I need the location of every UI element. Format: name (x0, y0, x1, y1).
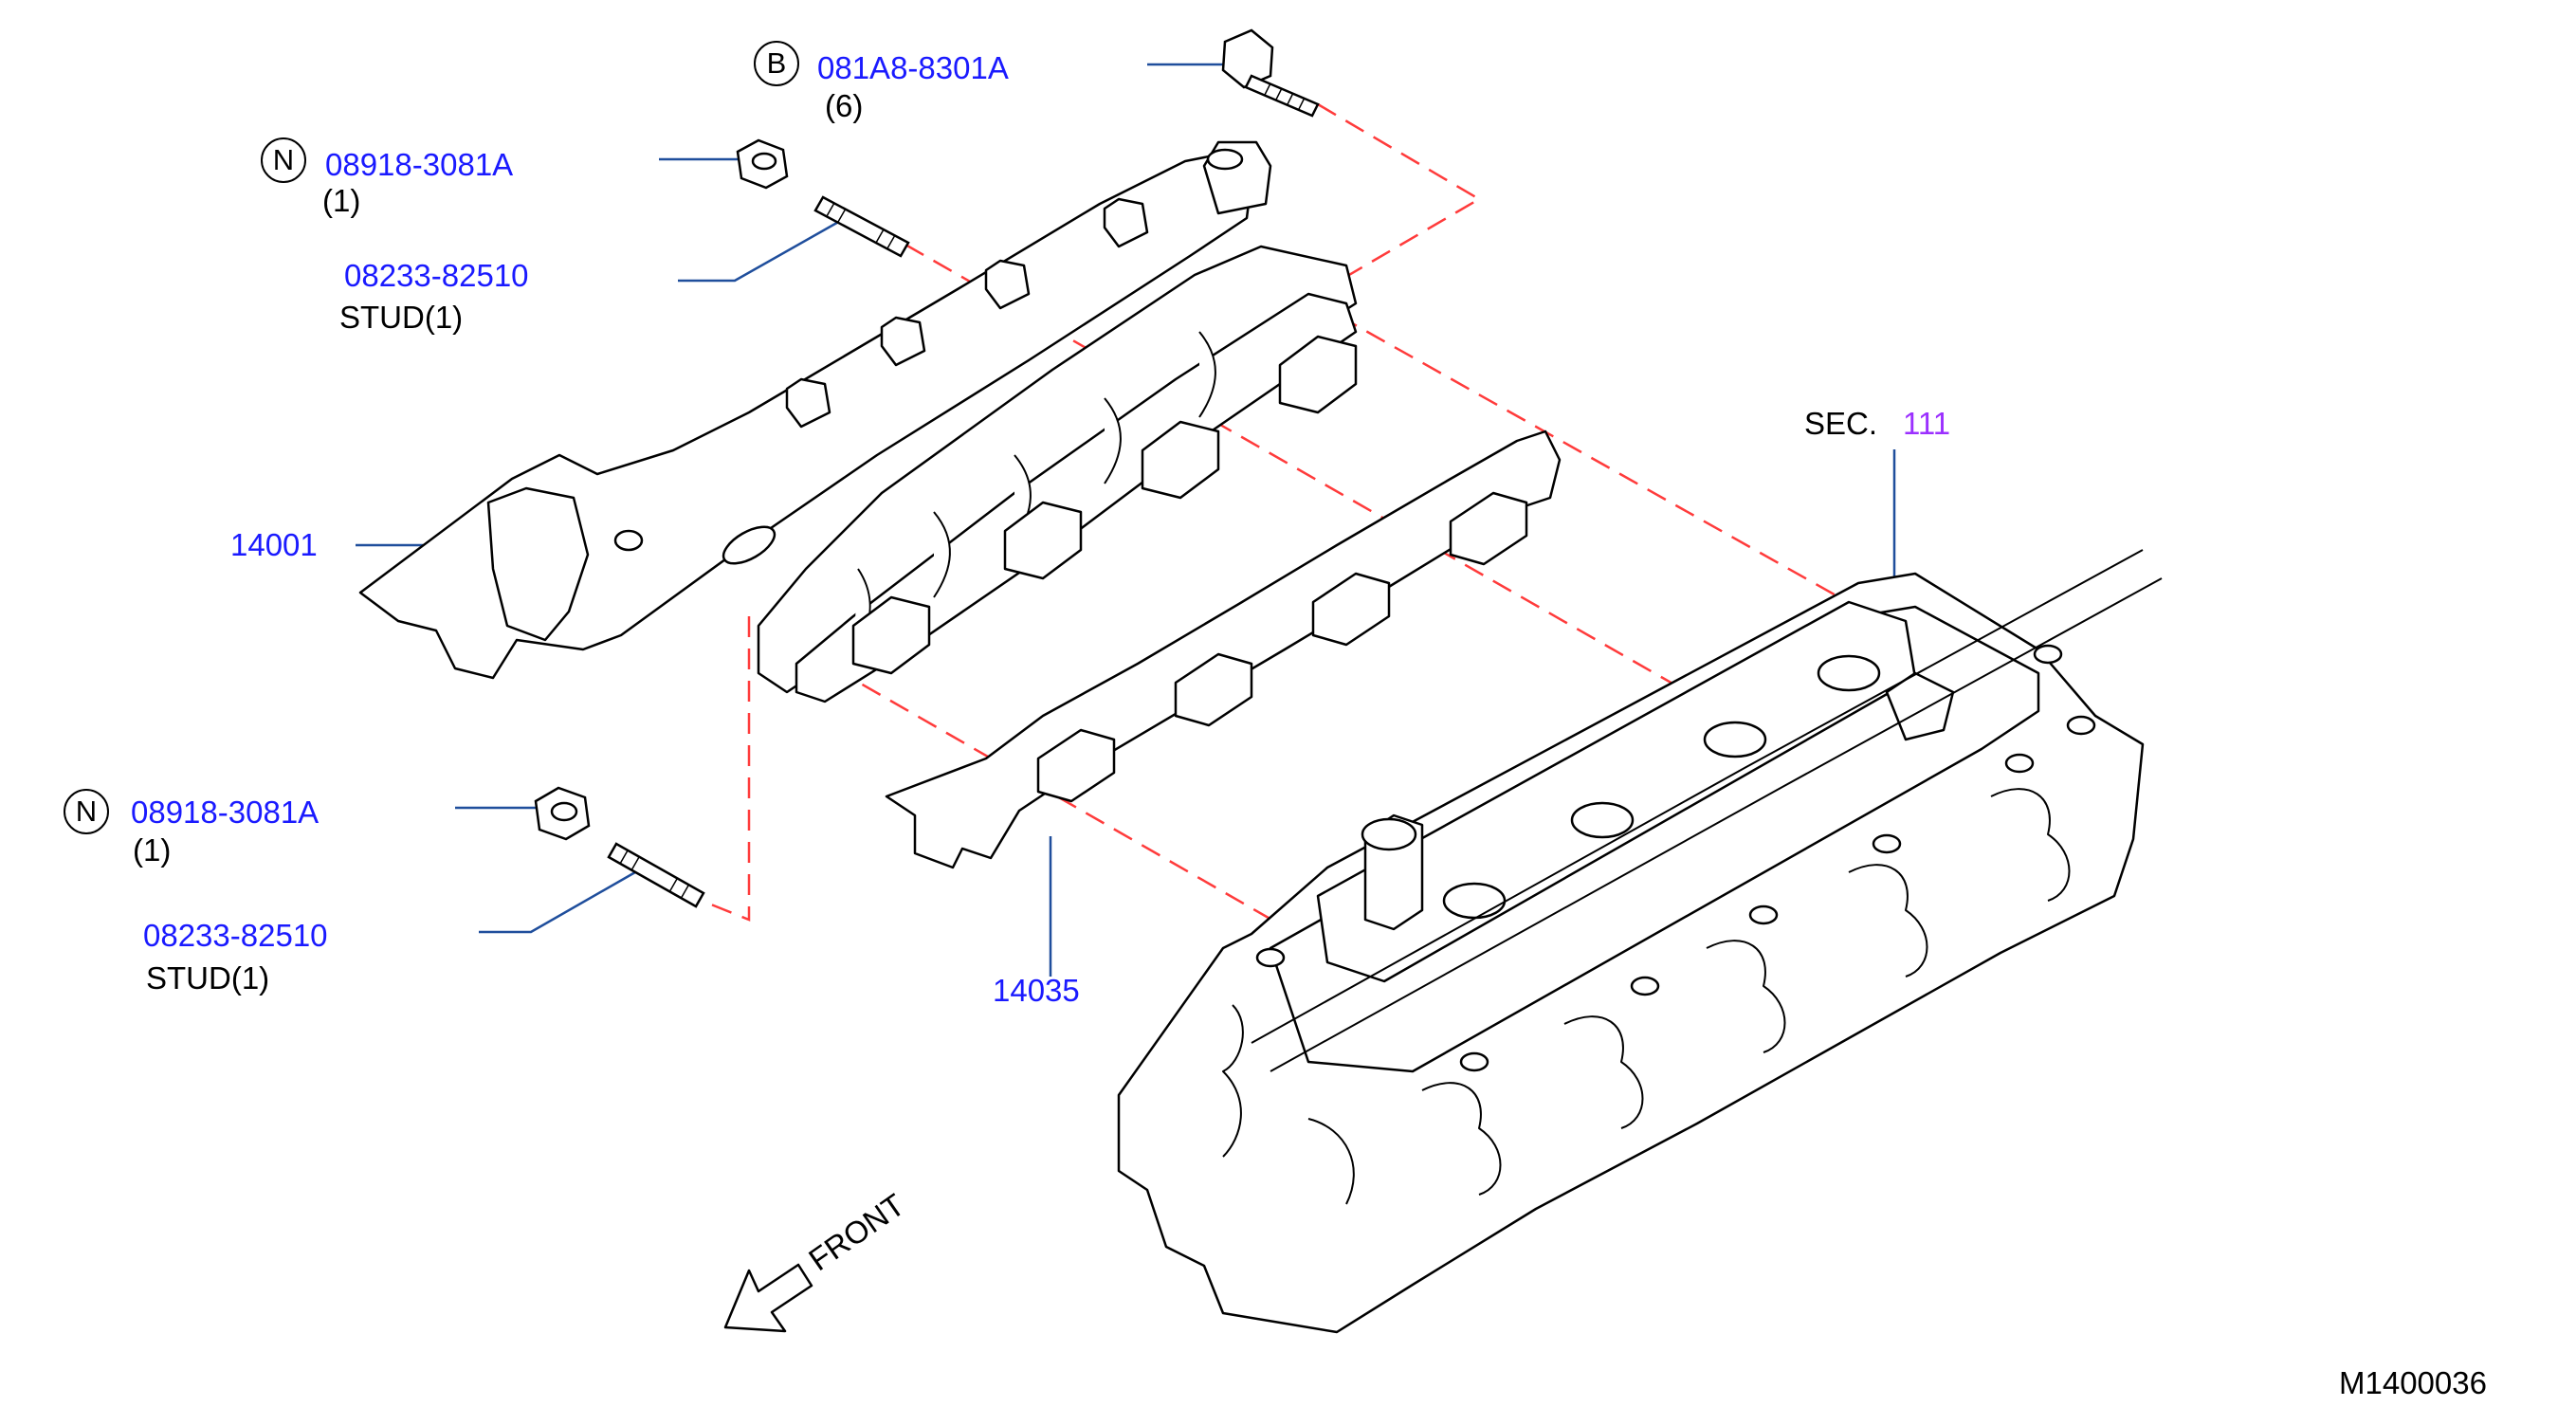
bolt-part-number[interactable]: 081A8-8301A (817, 50, 1009, 85)
cylinder-head-drawing (1117, 549, 2163, 1334)
manifold-part-number[interactable]: 14001 (230, 527, 318, 562)
stud-top-description: STUD(1) (339, 300, 464, 335)
diagram-code: M1400036 (2339, 1365, 2487, 1400)
gasket-part-number[interactable]: 14035 (993, 973, 1080, 1008)
stud-icon (813, 195, 910, 258)
flange-nut-icon (534, 786, 591, 841)
flange-nut-icon (736, 138, 789, 190)
alignment-lines (701, 102, 1840, 926)
nut-top-prefix-badge: N (261, 137, 306, 183)
stud-bottom-description: STUD(1) (146, 960, 270, 996)
bolt-prefix-badge: B (754, 41, 799, 86)
stud-bottom-part-number[interactable]: 08233-82510 (143, 918, 328, 953)
nut-top-quantity: (1) (322, 183, 361, 218)
stud-icon (607, 842, 705, 908)
nut-top-part-number[interactable]: 08918-3081A (325, 147, 514, 182)
section-number[interactable]: 111 (1903, 406, 1951, 441)
nut-bottom-prefix-badge: N (64, 789, 109, 834)
front-arrow-icon (723, 1263, 813, 1333)
section-label: SEC. (1804, 406, 1878, 441)
nut-bottom-quantity: (1) (133, 832, 172, 868)
bolt-quantity: (6) (825, 88, 864, 123)
stud-top-part-number[interactable]: 08233-82510 (344, 258, 529, 293)
manifold-gasket-drawing (885, 429, 1562, 869)
flange-bolt-icon (1221, 28, 1320, 118)
nut-bottom-part-number[interactable]: 08918-3081A (131, 795, 320, 830)
exhaust-manifold-drawing (358, 140, 1358, 704)
